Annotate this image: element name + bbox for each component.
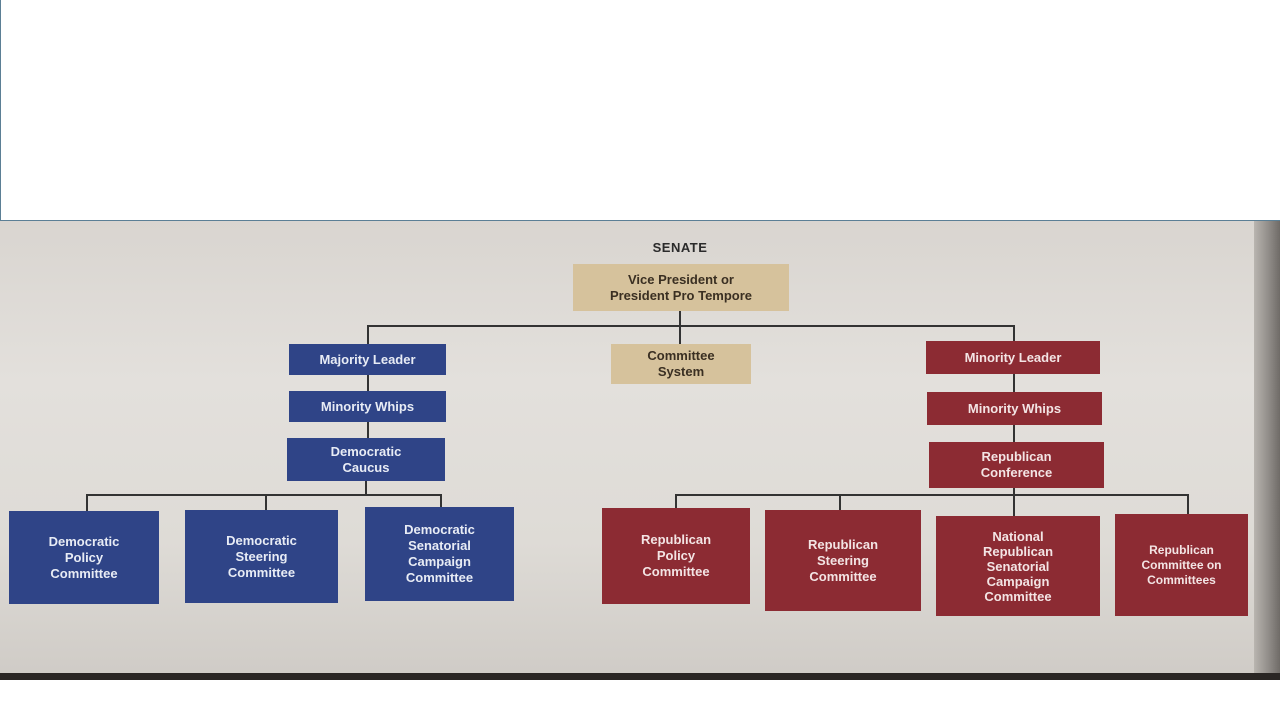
dem-committee-box: Democratic Steering Committee bbox=[185, 510, 338, 603]
dem-committee-label: Democratic Steering Committee bbox=[226, 532, 297, 580]
dem-committee-label: Democratic Policy Committee bbox=[48, 533, 120, 581]
connector-rep-drop bbox=[1013, 325, 1015, 343]
committee-system-box: Committee System bbox=[611, 344, 751, 384]
connector-rep-c1 bbox=[675, 494, 677, 508]
majority-leader-box: Majority Leader bbox=[289, 344, 446, 375]
connector-rep-c2 bbox=[839, 494, 841, 510]
rep-minority-whips-box: Minority Whips bbox=[927, 392, 1102, 425]
connector-dem-c1 bbox=[86, 494, 88, 511]
dem-minority-whips-label: Minority Whips bbox=[320, 398, 415, 414]
dem-committee-box: Democratic Policy Committee bbox=[9, 511, 159, 604]
book-edge bbox=[1254, 221, 1280, 680]
connector-dem-whips-caucus bbox=[367, 422, 369, 439]
dem-committee-label: Democratic Senatorial Campaign Committee bbox=[404, 522, 475, 585]
connector-dem-leader-whips bbox=[367, 375, 369, 392]
connector-dem-drop bbox=[367, 325, 369, 345]
connector-top-horizontal bbox=[367, 325, 1015, 327]
connector-rep-whips-conf bbox=[1013, 425, 1015, 442]
slide-blank-area bbox=[0, 0, 1280, 221]
connector-rep-committees-bar bbox=[675, 494, 1189, 496]
minority-leader-box: Minority Leader bbox=[926, 341, 1100, 374]
photo-bottom-edge bbox=[0, 673, 1280, 680]
minority-leader-label: Minority Leader bbox=[964, 349, 1062, 365]
rep-committee-label: Republican Steering Committee bbox=[807, 536, 879, 584]
vice-president-label: Vice President or President Pro Tempore bbox=[609, 271, 753, 303]
rep-committee-box: Republican Steering Committee bbox=[765, 510, 921, 611]
connector-center-drop bbox=[679, 325, 681, 345]
rep-committee-label: National Republican Senatorial Campaign … bbox=[982, 528, 1054, 604]
committee-system-label: Committee System bbox=[647, 348, 715, 379]
republican-conference-label: Republican Conference bbox=[980, 449, 1053, 480]
chart-title: SENATE bbox=[652, 240, 708, 255]
rep-committee-label: Republican Committee on Committees bbox=[1141, 542, 1222, 587]
connector-top-vertical bbox=[679, 311, 681, 327]
rep-committee-label: Republican Policy Committee bbox=[640, 532, 712, 579]
democratic-caucus-label: Democratic Caucus bbox=[330, 443, 402, 475]
connector-rep-c4 bbox=[1187, 494, 1189, 514]
connector-dem-c3 bbox=[440, 494, 442, 507]
connector-dem-caucus-down bbox=[365, 481, 367, 495]
republican-conference-box: Republican Conference bbox=[929, 442, 1104, 488]
rep-minority-whips-label: Minority Whips bbox=[967, 400, 1062, 416]
democratic-caucus-box: Democratic Caucus bbox=[287, 438, 445, 481]
connector-dem-committees-bar bbox=[86, 494, 442, 496]
dem-minority-whips-box: Minority Whips bbox=[289, 391, 446, 422]
rep-committee-box: National Republican Senatorial Campaign … bbox=[936, 516, 1100, 616]
rep-committee-box: Republican Policy Committee bbox=[602, 508, 750, 604]
connector-rep-c3 bbox=[1013, 494, 1015, 516]
dem-committee-box: Democratic Senatorial Campaign Committee bbox=[365, 507, 514, 601]
vice-president-box: Vice President or President Pro Tempore bbox=[573, 264, 789, 311]
connector-dem-c2 bbox=[265, 494, 267, 510]
connector-rep-leader-whips bbox=[1013, 374, 1015, 392]
connector-rep-conf-down bbox=[1013, 488, 1015, 496]
rep-committee-box: Republican Committee on Committees bbox=[1115, 514, 1248, 616]
majority-leader-label: Majority Leader bbox=[319, 351, 416, 367]
